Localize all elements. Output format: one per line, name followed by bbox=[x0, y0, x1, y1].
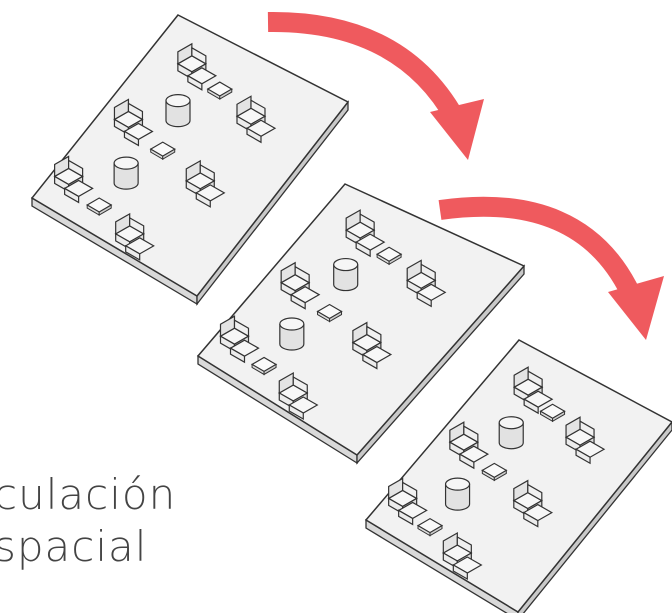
flow-arrow-2-head bbox=[608, 276, 664, 340]
flow-arrow-1-shaft bbox=[267, 11, 464, 123]
sofa-block bbox=[185, 159, 226, 208]
cylinder-block bbox=[279, 317, 305, 351]
sofa-block bbox=[113, 98, 154, 147]
plate-3-surface bbox=[364, 339, 672, 613]
sofa-block bbox=[219, 315, 260, 364]
caption-line-2: spacial bbox=[0, 522, 148, 571]
flow-arrow-1-head bbox=[430, 99, 484, 160]
sofa-block bbox=[512, 479, 554, 528]
sofa-block bbox=[351, 321, 393, 370]
sofa-block bbox=[405, 259, 447, 308]
table-block bbox=[206, 81, 233, 100]
table-block bbox=[149, 141, 176, 161]
sofa-block bbox=[442, 531, 483, 581]
plate-1 bbox=[30, 14, 350, 306]
sofa-block bbox=[564, 416, 606, 465]
table-block bbox=[375, 246, 403, 266]
sofa-block bbox=[448, 421, 490, 470]
sofa-block bbox=[235, 95, 277, 144]
cylinder-block bbox=[165, 94, 191, 128]
table-block bbox=[416, 517, 444, 537]
sofa-block bbox=[387, 477, 428, 526]
sofa-block bbox=[344, 209, 386, 258]
sofa-block bbox=[278, 371, 319, 421]
flow-arrow-1 bbox=[267, 11, 484, 160]
cylinder-block bbox=[333, 257, 359, 292]
flow-arrow-2-shaft bbox=[438, 196, 639, 297]
sofa-block bbox=[279, 261, 321, 310]
plate-1-surface bbox=[30, 14, 350, 297]
table-block bbox=[481, 462, 508, 482]
sofa-block bbox=[176, 42, 218, 91]
cylinder-block bbox=[444, 477, 471, 511]
table-block bbox=[250, 356, 278, 376]
sofa-block bbox=[512, 366, 554, 415]
cylinder-block bbox=[498, 416, 524, 450]
sofa-block bbox=[114, 212, 155, 261]
sofa-block bbox=[53, 155, 94, 204]
table-block bbox=[539, 403, 566, 423]
caption-line-1: culación bbox=[0, 470, 177, 519]
plate-3 bbox=[364, 339, 672, 613]
cylinder-block bbox=[113, 156, 139, 190]
table-block bbox=[86, 197, 113, 216]
flow-arrow-2 bbox=[438, 196, 664, 340]
table-block bbox=[316, 303, 343, 323]
plate-2 bbox=[196, 183, 526, 465]
